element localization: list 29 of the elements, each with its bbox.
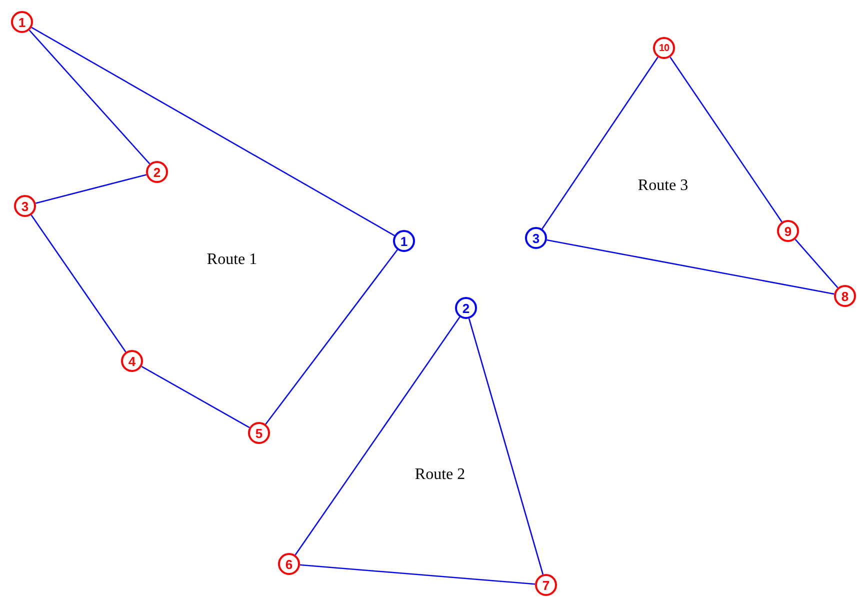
stop-circle: 6 (278, 553, 300, 575)
stop-circle: 9 (777, 220, 799, 242)
route-label: Route 3 (638, 177, 688, 195)
stop-circle: 2 (455, 297, 477, 319)
route-line (546, 239, 834, 295)
stop-circle: 3 (14, 195, 36, 217)
route-line (141, 366, 250, 428)
stop-circle: 2 (146, 161, 168, 183)
route-line (31, 26, 395, 236)
route-label: Route 1 (206, 251, 258, 269)
route-line (30, 214, 126, 352)
route-line (542, 56, 658, 230)
route-line (35, 174, 147, 204)
stop-circle: 10 (653, 37, 675, 59)
stop-circle: 4 (121, 350, 143, 372)
route-line (294, 316, 460, 556)
route-line (794, 238, 838, 288)
route-line (265, 249, 398, 425)
route-line (468, 318, 544, 575)
route-line (300, 564, 536, 585)
stop-circle: 3 (525, 227, 547, 249)
stop-circle: 1 (11, 11, 33, 33)
route-label: Route 2 (414, 466, 466, 484)
stop-circle: 5 (248, 422, 270, 444)
stop-circle: 8 (834, 285, 856, 307)
route-line (28, 30, 150, 164)
stop-circle: 1 (393, 230, 415, 252)
stop-circle: 7 (535, 574, 557, 596)
route-line (670, 56, 782, 222)
